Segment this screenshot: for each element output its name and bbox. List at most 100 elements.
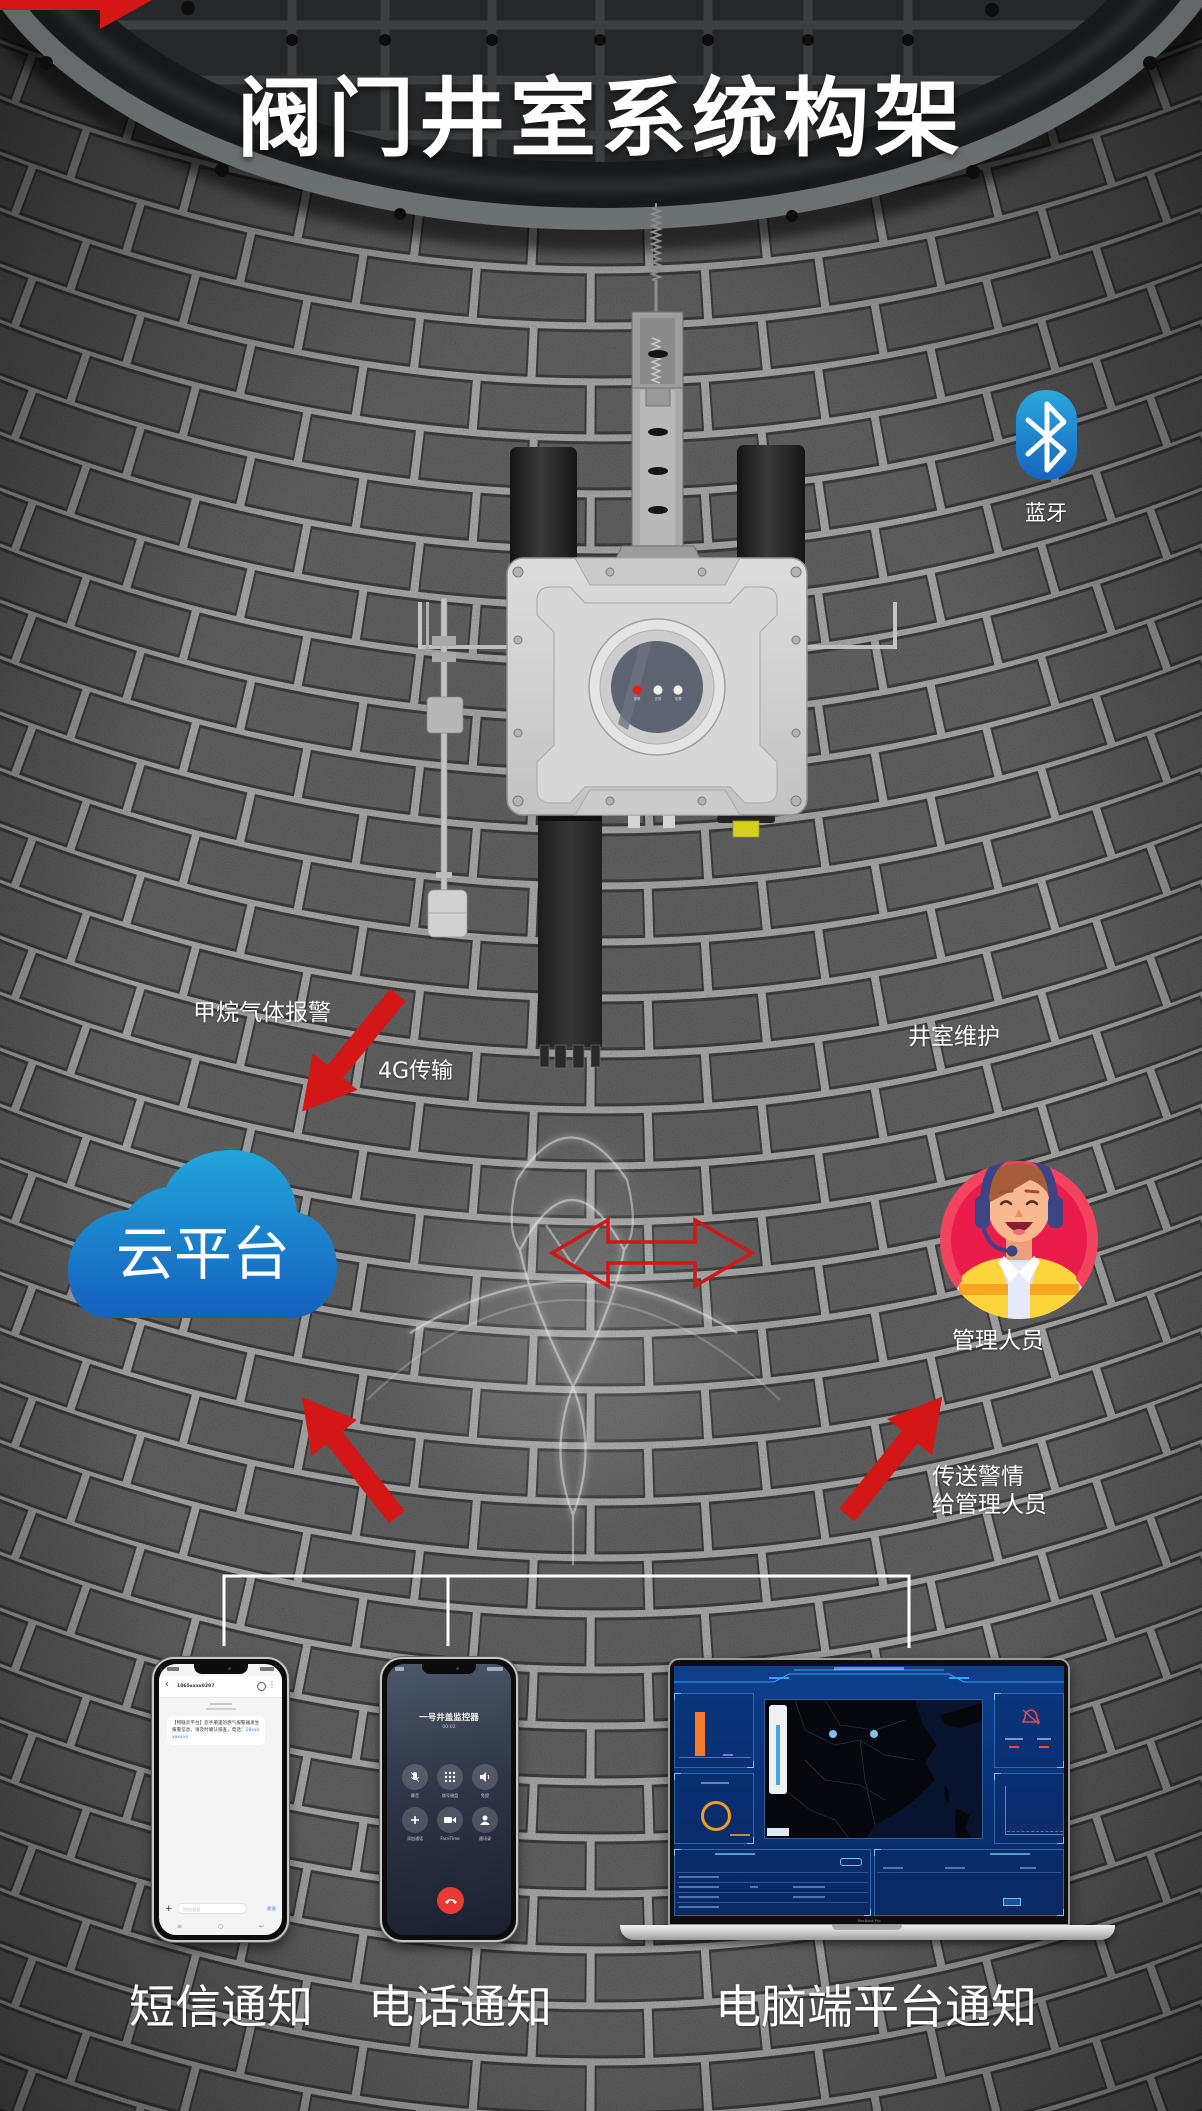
ring-chart-panel — [674, 1773, 754, 1844]
plus-icon: + — [165, 1904, 173, 1914]
call-phone: 一号井盖监控器 00:02 静音 拨号键盘 免提 添加通话 FaceTime — [380, 1657, 518, 1942]
android-nav-bar: ≡ ○ ↩ — [159, 1923, 282, 1930]
home-icon: ○ — [217, 1923, 224, 1930]
arrow-notify-to-manager — [839, 1396, 943, 1522]
call-screen: 一号井盖监控器 00:02 静音 拨号键盘 免提 添加通话 FaceTime — [387, 1664, 511, 1935]
trend-chart-panel — [994, 1773, 1064, 1844]
sms-input: 短信/彩信 — [177, 1903, 247, 1914]
more-vertical-icon: ⋮ — [268, 1680, 276, 1689]
device-connectors — [628, 815, 775, 838]
table-button — [1003, 1898, 1021, 1906]
plus-icon — [402, 1807, 428, 1833]
laptop-model-label: MacBook Pro — [857, 1919, 881, 1923]
well-maintenance-label: 井室维护 — [908, 1024, 1000, 1050]
power-led — [673, 685, 683, 695]
map-view — [764, 1699, 983, 1839]
flow-arrows — [0, 0, 943, 1524]
video-icon — [437, 1807, 463, 1833]
chevron-left-icon: ‹ — [165, 1679, 169, 1690]
alarm-bell-icon — [1021, 1709, 1041, 1725]
bluetooth-icon — [1016, 390, 1077, 480]
ring-chart — [701, 1801, 731, 1831]
facetime-label: FaceTime — [440, 1836, 460, 1841]
status-led — [653, 685, 663, 695]
led-label: 报警 — [634, 696, 641, 701]
speaker-label: 免提 — [480, 1793, 490, 1798]
sms-screen: ‹ 1065xxxx0297 ⋮ 【物联云平台】您手册里的燃气报警器发生报警信息… — [159, 1664, 282, 1935]
led-label: 正常 — [655, 696, 662, 701]
sms-header: ‹ 1065xxxx0297 ⋮ — [159, 1676, 282, 1698]
sms-message-text: 【物联云平台】您手册里的燃气报警器发生报警信息，请及时确认排查，电话： — [172, 1721, 260, 1733]
send-button: 发送 — [266, 1907, 276, 1912]
page-title: 阀门井室系统构架 — [237, 69, 965, 169]
arrow-manager-to-device — [0, 0, 152, 29]
phone-hangup-icon — [437, 1887, 464, 1914]
float-level-sensor — [418, 597, 507, 938]
antenna-left — [510, 447, 577, 572]
manager-label: 管理人员 — [952, 1328, 1044, 1354]
contacts-icon — [472, 1807, 498, 1833]
map-marker-icon — [870, 1730, 878, 1738]
methane-alarm-label: 甲烷气体报警 — [193, 1000, 331, 1026]
bar — [695, 1712, 705, 1756]
manager-avatar — [940, 1161, 1098, 1319]
arrow-device-to-cloud — [302, 988, 406, 1112]
keypad-label: 拨号键盘 — [441, 1793, 459, 1798]
alarm-status-panel — [994, 1693, 1064, 1768]
laptop-dashboard: MacBook Pro — [668, 1658, 1070, 1926]
mute-label: 静音 — [410, 1793, 420, 1798]
phone-notch — [193, 1664, 248, 1674]
dashboard-header — [674, 1667, 1064, 1683]
sms-timestamp — [209, 1703, 232, 1705]
caller-name: 一号井盖监控器 — [419, 1713, 479, 1723]
send-alert-label-line1: 传送警情 — [932, 1464, 1024, 1490]
map-marker-icon — [829, 1730, 837, 1738]
menu-icon: ≡ — [176, 1923, 182, 1930]
bluetooth-label: 蓝牙 — [1025, 501, 1067, 525]
back-icon: ↩ — [259, 1923, 265, 1930]
alarm-table — [874, 1849, 1064, 1916]
sms-compose-bar: + 短信/彩信 发送 — [165, 1903, 276, 1915]
keypad-icon — [437, 1764, 463, 1790]
trend-line — [1007, 1831, 1063, 1833]
bar-chart-panel — [674, 1693, 754, 1768]
manhole-cover — [0, 0, 1202, 252]
laptop-base — [620, 1925, 1115, 1940]
phone-notch — [422, 1664, 476, 1674]
mounting-bracket — [615, 311, 701, 559]
alarm-led — [632, 685, 642, 695]
contacts-label: 通讯录 — [478, 1836, 492, 1841]
sms-sender: 1065xxxx0297 — [177, 1684, 215, 1689]
signal-glow — [366, 1120, 781, 1565]
zoom-slider — [769, 1705, 787, 1794]
sms-notification-label: 短信通知 — [129, 1980, 313, 2034]
arrow-notify-to-cloud — [301, 1397, 405, 1524]
platform-dashboard-screen — [674, 1666, 1064, 1916]
cloud-icon — [68, 1150, 337, 1318]
gas-monitor-device: 报警 正常 电源 — [418, 203, 897, 1069]
speaker-icon — [472, 1764, 498, 1790]
pc-platform-notification-label: 电脑端平台通知 — [715, 1980, 1037, 2034]
antenna-right — [737, 445, 805, 572]
bidirectional-arrow — [548, 1216, 756, 1290]
add-call-label: 添加通话 — [406, 1836, 424, 1841]
call-notification-label: 电话通知 — [368, 1980, 552, 2034]
side-bracket-right — [807, 602, 897, 649]
map-land — [765, 1700, 982, 1838]
4g-transmission-label: 4G传输 — [378, 1059, 454, 1084]
indicator-window: 报警 正常 电源 — [588, 618, 726, 756]
sms-message-phone-link: 18xxxxxxxxx — [172, 1728, 260, 1740]
sms-phone: ‹ 1065xxxx0297 ⋮ 【物联云平台】您手册里的燃气报警器发生报警信息… — [152, 1657, 289, 1942]
call-circle-icon — [257, 1682, 266, 1691]
sms-message-bubble: 【物联云平台】您手册里的燃气报警器发生报警信息，请及时确认排查，电话：18xxx… — [167, 1716, 265, 1745]
gas-probe — [538, 815, 602, 1069]
led-label: 电源 — [675, 696, 682, 701]
mic-off-icon — [402, 1764, 428, 1790]
send-alert-label-line2: 给管理人员 — [932, 1492, 1047, 1518]
notification-connector-lines — [222, 1574, 911, 1648]
cloud-platform-label: 云平台 — [115, 1220, 290, 1288]
call-duration: 00:02 — [442, 1725, 456, 1730]
